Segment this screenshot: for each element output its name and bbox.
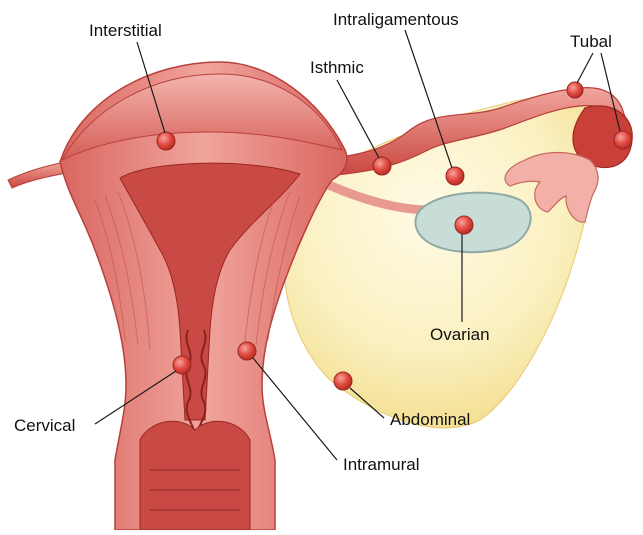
label-intraligamentous: Intraligamentous <box>333 11 459 28</box>
implant-ovarian <box>455 216 473 234</box>
label-intramural: Intramural <box>343 456 420 473</box>
label-abdominal: Abdominal <box>390 411 470 428</box>
label-cervical: Cervical <box>14 417 75 434</box>
implant-interstitial <box>157 132 175 150</box>
label-interstitial: Interstitial <box>89 22 162 39</box>
implant-isthmic <box>373 157 391 175</box>
leader-tubal-upper <box>577 53 593 83</box>
implant-abdominal <box>334 372 352 390</box>
implant-intramural <box>238 342 256 360</box>
vaginal-canal <box>140 421 250 530</box>
implant-tubal-bulb <box>614 131 632 149</box>
implant-tubal-upper <box>567 82 583 98</box>
label-ovarian: Ovarian <box>430 326 490 343</box>
label-tubal: Tubal <box>570 33 612 50</box>
label-isthmic: Isthmic <box>310 59 364 76</box>
implant-intraligamentous <box>446 167 464 185</box>
